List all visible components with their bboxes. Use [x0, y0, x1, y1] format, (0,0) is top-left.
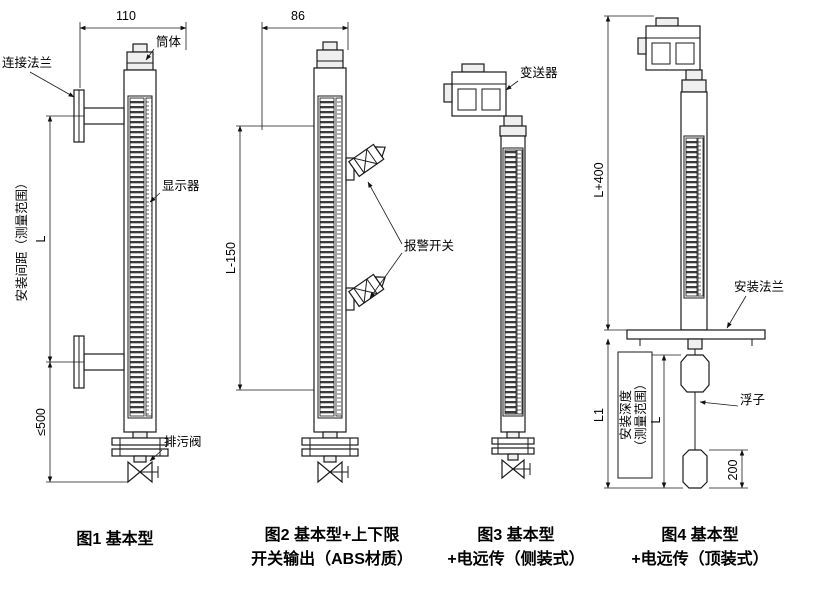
fig1-display-label: 显示器: [149, 179, 200, 203]
fig4-float-label-text: 浮子: [740, 393, 765, 407]
figure-2-with-limit-switches: 86 L-150: [224, 9, 454, 568]
fig4-transmitter: [637, 17, 703, 81]
fig3-caption-line1: 图3 基本型: [477, 525, 554, 544]
fig4-dimension-200: 200: [709, 449, 748, 489]
fig1-flange-label-text: 连接法兰: [2, 55, 52, 70]
fig3-transmitter-label: 变送器: [505, 65, 558, 91]
figure-3-side-mounted-transmitter: 变送器 图3 基本型 +电远传（侧装式）: [443, 63, 585, 568]
fig3-display-strip: [502, 147, 524, 417]
fig1-tube-label-text: 筒体: [156, 34, 182, 49]
fig4-mounting-flange-label-text: 安装法兰: [734, 279, 784, 294]
fig1-drain-label: 排污阀: [149, 435, 202, 462]
fig2-caption-line1: 图2 基本型+上下限: [265, 525, 401, 544]
figure-4-top-mounted-transmitter: L+400 安装法兰 浮子 L1 安装深度: [592, 15, 784, 568]
fig3-transmitter-label-text: 变送器: [520, 65, 558, 80]
fig1-drain-valve: [111, 431, 169, 484]
fig1-measuring-range-label: 安装间距（测量范围）: [14, 176, 29, 301]
fig2-drain-valve: [301, 431, 359, 484]
fig3-transmitter: [443, 63, 523, 127]
fig4-mounting-flange-label: 安装法兰: [726, 279, 784, 329]
fig4-dim-L400-label: L+400: [592, 162, 606, 197]
fig4-dimension-L400: L+400: [592, 15, 654, 331]
fig4-depth-range-box: 安装深度 （测量范围）: [617, 351, 653, 479]
fig2-alarm-switch-lower: [345, 273, 386, 311]
fig1-dim-500-label: ≤500: [34, 408, 48, 436]
figure-1-basic-type: 110 筒体 连接法兰: [2, 9, 202, 548]
fig2-caption-line2: 开关输出（ABS材质）: [251, 549, 413, 568]
fig1-dimension-110: 110: [79, 9, 187, 88]
fig1-display-strip: [127, 95, 153, 419]
fig2-alarm-label-text: 报警开关: [404, 238, 454, 253]
fig4-float-assembly: [680, 349, 710, 489]
fig4-dim-200-label: 200: [726, 460, 740, 481]
fig4-caption-line1: 图4 基本型: [661, 525, 738, 544]
fig4-mounting-flange: [626, 329, 766, 350]
fig4-range-label: （测量范围）: [634, 377, 648, 452]
fig2-alarm-label: 报警开关: [367, 181, 454, 299]
fig2-alarm-switch-upper: [345, 143, 386, 181]
fig4-dimension-L1: L1: [592, 338, 683, 489]
fig1-tube-label: 筒体: [145, 34, 182, 61]
fig4-dim-L1-label: L1: [592, 408, 606, 422]
fig1-drain-label-text: 排污阀: [164, 435, 202, 449]
fig1-dimension-L: L 安装间距（测量范围）: [14, 115, 84, 363]
fig2-dim-L150-label: L-150: [224, 242, 238, 274]
fig1-flange-label: 连接法兰: [2, 55, 75, 98]
fig2-dimension-L150: L-150: [224, 125, 314, 391]
fig4-float-label: 浮子: [699, 393, 765, 407]
fig1-display-label-text: 显示器: [162, 179, 200, 193]
fig4-caption-line2: +电远传（顶装式）: [631, 549, 768, 568]
fig2-dimension-86: 86: [261, 9, 349, 130]
fig1-dim-L-label: L: [34, 235, 48, 242]
fig3-drain-valve: [491, 431, 535, 480]
fig2-display-strip: [317, 95, 343, 419]
fig4-dimension-L: L: [649, 354, 681, 489]
fig3-caption-line2: +电远传（侧装式）: [447, 549, 584, 568]
fig4-depth-label: 安装深度: [618, 390, 633, 441]
fig1-caption: 图1 基本型: [76, 529, 153, 548]
fig1-dim-110-label: 110: [116, 9, 136, 23]
fig2-dim-86-label: 86: [291, 9, 305, 23]
fig4-display-strip: [683, 135, 705, 299]
fig4-dim-L-label: L: [649, 416, 663, 423]
fig1-dimension-500: ≤500: [34, 361, 128, 483]
